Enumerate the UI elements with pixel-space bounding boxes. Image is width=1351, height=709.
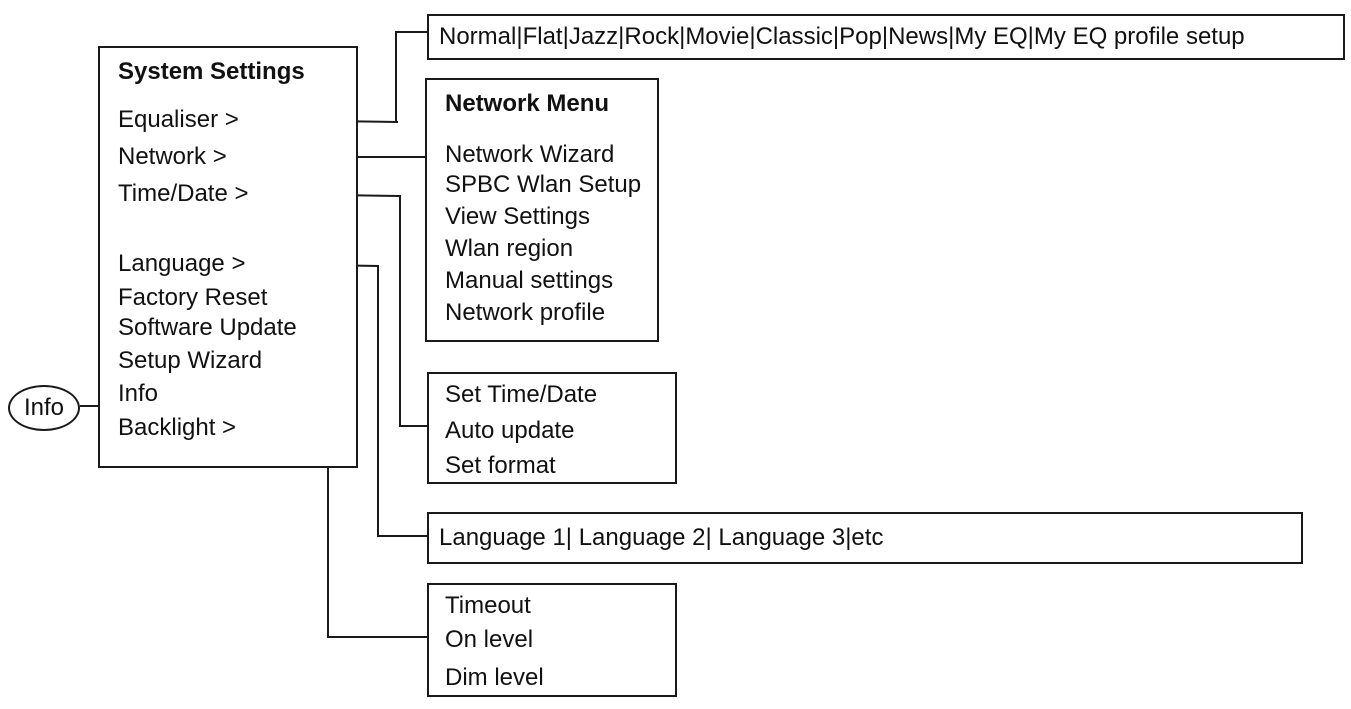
menu-item-software-update[interactable]: Software Update [118,314,297,341]
network-item-view-settings[interactable]: View Settings [445,203,590,230]
system-settings-title: System Settings [118,58,305,85]
backlight-item-on-level[interactable]: On level [445,626,534,653]
menu-item-network[interactable]: Network > [118,143,227,170]
system-settings-menu [98,46,358,468]
menu-item-setup-wizard[interactable]: Setup Wizard [118,347,263,374]
info-oval-label: Info [23,394,65,421]
time-date-item-set[interactable]: Set Time/Date [445,381,598,408]
network-item-wlan-region[interactable]: Wlan region [445,235,574,262]
network-menu [425,78,659,342]
network-item-network-profile[interactable]: Network profile [445,299,606,326]
time-date-menu [427,372,677,484]
equaliser-connector-riser [395,31,427,122]
backlight-item-dim-level[interactable]: Dim level [445,664,544,691]
time-date-item-auto-update[interactable]: Auto update [445,417,575,444]
network-item-wizard[interactable]: Network Wizard [445,141,615,168]
language-options-box [427,512,1303,564]
menu-item-equaliser[interactable]: Equaliser > [118,106,239,133]
info-oval: Info [8,385,80,431]
time-date-item-set-format[interactable]: Set format [445,452,556,479]
network-item-spbc-wlan-setup[interactable]: SPBC Wlan Setup [445,171,642,198]
backlight-item-timeout[interactable]: Timeout [445,592,531,619]
network-menu-title: Network Menu [445,90,610,117]
menu-item-time-date[interactable]: Time/Date > [118,180,249,207]
menu-item-language[interactable]: Language > [118,250,246,277]
equaliser-options-box [427,14,1345,60]
menu-item-backlight[interactable]: Backlight > [118,414,237,441]
menu-item-factory-reset[interactable]: Factory Reset [118,284,268,311]
language-options: Language 1| Language 2| Language 3|etc [439,524,884,551]
menu-item-info[interactable]: Info [118,380,159,407]
network-item-manual-settings[interactable]: Manual settings [445,267,614,294]
backlight-menu [427,583,677,697]
equaliser-options: Normal|Flat|Jazz|Rock|Movie|Classic|Pop|… [439,23,1245,50]
